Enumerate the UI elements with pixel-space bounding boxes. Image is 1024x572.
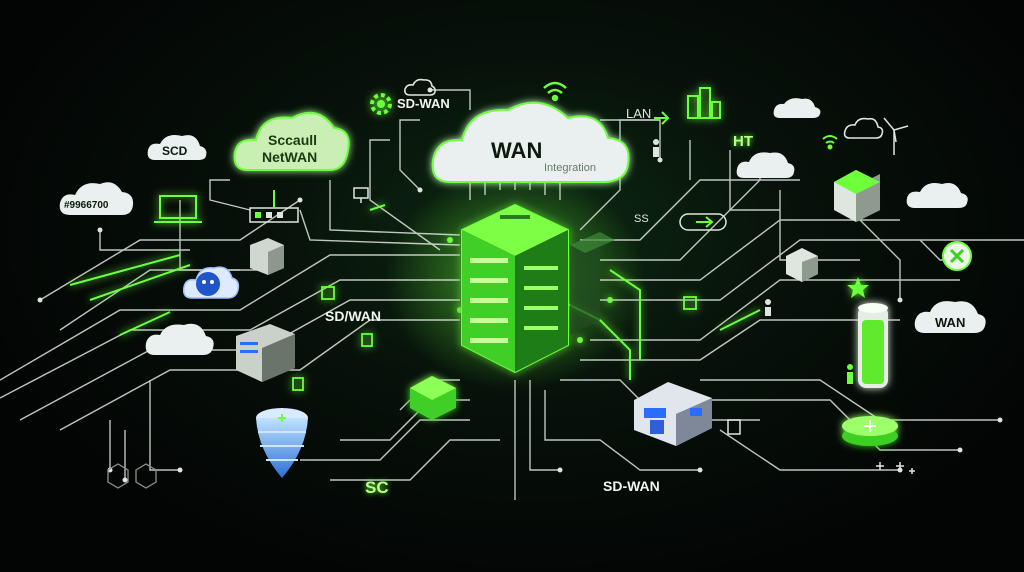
building-icon xyxy=(687,87,721,119)
lan-label: LAN xyxy=(626,106,652,121)
building-icon xyxy=(786,248,818,282)
sdwan-left-label: SD/WAN xyxy=(325,308,381,324)
wind-turbine-icon xyxy=(883,117,909,155)
person-icon xyxy=(653,139,659,157)
battery-icon xyxy=(858,303,888,388)
router-icon xyxy=(249,190,299,223)
face-cloud-icon xyxy=(182,266,240,299)
cube-icon xyxy=(107,463,157,489)
wifi-icon xyxy=(822,135,838,150)
cloud-outline-icon xyxy=(404,78,884,139)
wan-right-label: WAN xyxy=(935,315,966,330)
scd-label: SCD xyxy=(162,144,188,158)
cloud-main-subtitle: Integration xyxy=(544,162,596,174)
cloud-icon xyxy=(431,101,630,183)
building-icon xyxy=(250,238,284,275)
sdwan-top-label: SD-WAN xyxy=(397,96,450,111)
cloud-main-title: WAN xyxy=(491,138,543,163)
sdwan-bottom-label: SD-WAN xyxy=(603,478,660,494)
star-icon xyxy=(847,277,869,298)
server-rack-icon xyxy=(236,324,295,382)
green-cloud-line2: NetWAN xyxy=(262,149,318,165)
house-icon xyxy=(634,382,712,446)
plus-icon xyxy=(876,462,915,474)
server-rack-icon xyxy=(570,232,615,335)
ht-label: HT xyxy=(733,133,753,150)
server-rack-icon xyxy=(834,170,880,222)
monitor-icon xyxy=(353,187,741,435)
person-icon xyxy=(765,299,771,316)
cloud-icon xyxy=(233,111,350,171)
cloud-icon xyxy=(59,98,986,355)
green-cloud-line1: Sccaull xyxy=(268,132,318,148)
wifi-icon xyxy=(543,81,567,102)
server-rack-icon xyxy=(461,203,569,374)
laptop-icon xyxy=(154,195,202,223)
hash-code-label: #9966700 xyxy=(64,200,109,211)
sc-label: SC xyxy=(365,478,389,497)
person-icon xyxy=(847,364,853,384)
cube-icon xyxy=(410,376,456,420)
small-node-icon xyxy=(292,286,697,391)
arrow-pill-icon xyxy=(679,213,727,231)
gear-icon xyxy=(370,93,392,115)
ss-label: SS xyxy=(634,213,649,225)
close-icon xyxy=(942,241,972,271)
funnel-icon xyxy=(256,408,308,478)
disk-icon xyxy=(842,416,898,446)
